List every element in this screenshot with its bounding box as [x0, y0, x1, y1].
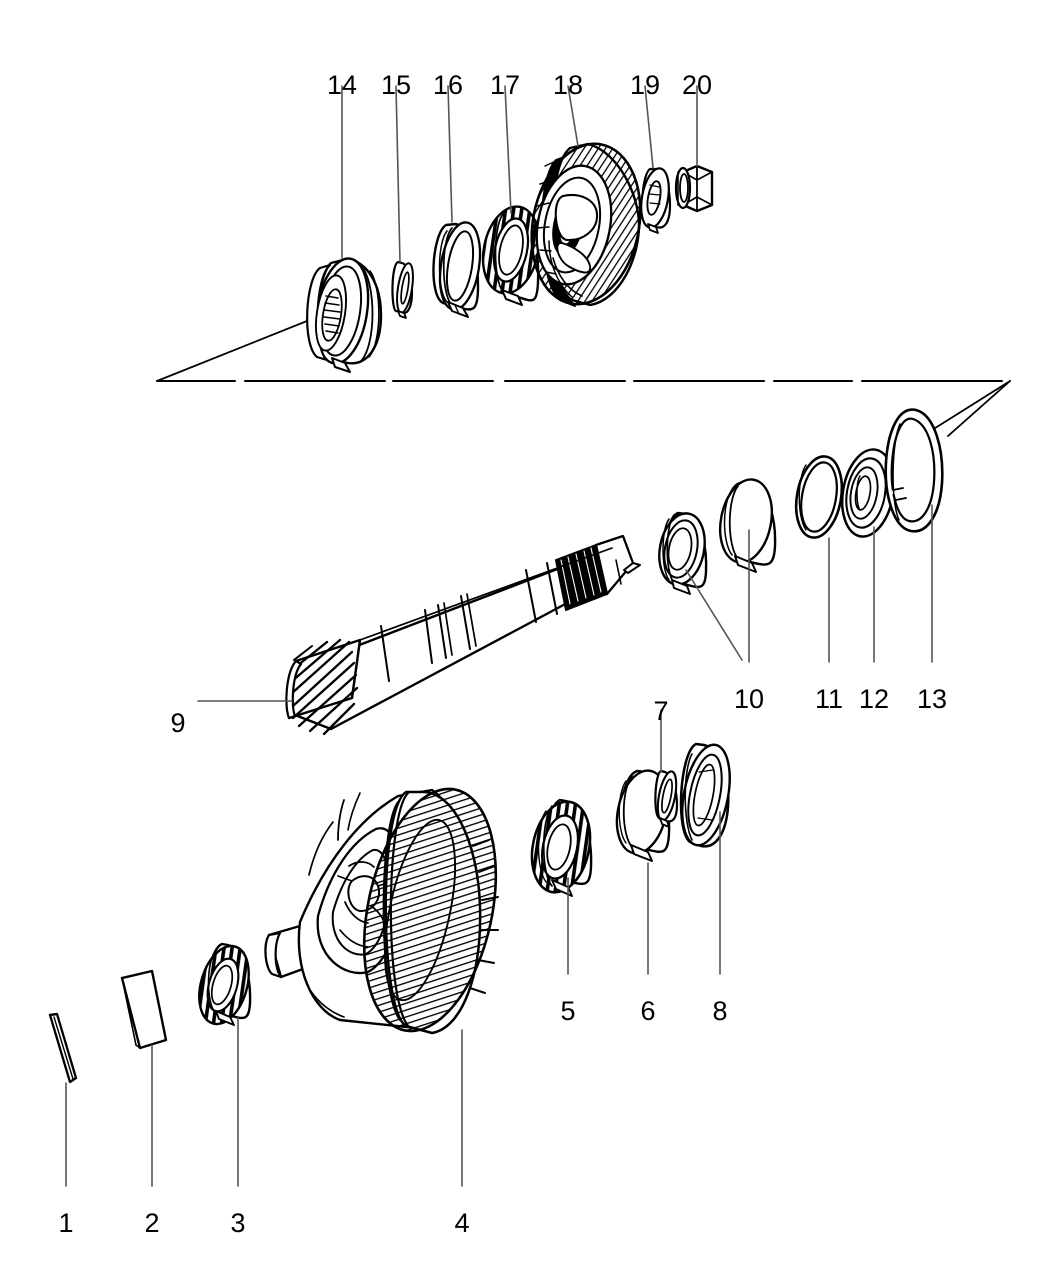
- part-12-spiral-wound-washer: [840, 448, 896, 538]
- leader-line-part-16: [447, 85, 453, 223]
- callout-number-13: 13: [916, 684, 948, 714]
- part-15-thin-washer: [391, 260, 414, 319]
- leader-line-part-15: [395, 85, 401, 263]
- part-1-roll-pin: [48, 1012, 78, 1084]
- callout-number-3: 3: [230, 1208, 246, 1238]
- part-10-bearing-cover: [718, 478, 777, 573]
- callout-number-16: 16: [432, 70, 464, 100]
- callout-number-8: 8: [712, 996, 728, 1026]
- leader-line-part-19: [644, 85, 654, 169]
- part-2-rectangular-shim: [120, 969, 168, 1050]
- callout-number-1: 1: [58, 1208, 74, 1238]
- callout-number-5: 5: [560, 996, 576, 1026]
- callout-number-20: 20: [681, 70, 713, 100]
- part-3-tapered-roller-bearing: [194, 940, 256, 1030]
- callout-number-10: 10: [733, 684, 765, 714]
- callout-number-9: 9: [170, 708, 186, 738]
- leader-part-10-diagonal: [685, 569, 743, 661]
- callout-number-4: 4: [454, 1208, 470, 1238]
- part-10-ball-bearing: [658, 511, 708, 595]
- part-4-differential-carrier: [264, 778, 512, 1042]
- callout-number-7: 7: [653, 696, 669, 726]
- callout-number-12: 12: [858, 684, 890, 714]
- callout-number-11: 11: [814, 684, 844, 714]
- part-16-bearing-race-cup: [432, 221, 482, 318]
- leader-line-part-18: [567, 85, 579, 147]
- callout-number-14: 14: [326, 70, 358, 100]
- callout-number-2: 2: [144, 1208, 160, 1238]
- part-5-tapered-roller-bearing: [526, 796, 598, 898]
- part-11-o-ring: [794, 455, 844, 539]
- callout-number-15: 15: [380, 70, 412, 100]
- callout-leader-lines: [65, 85, 933, 1187]
- part-7-thin-thrust-washer: [654, 769, 679, 828]
- part-13-snap-retaining-ring: [884, 408, 944, 533]
- part-9-output-pinion-shaft: [285, 534, 641, 736]
- part-8-oil-seal-ring: [679, 742, 731, 848]
- part-20-hex-nut: [674, 164, 714, 213]
- callout-number-18: 18: [552, 70, 584, 100]
- part-14-flanged-seal-bearing: [306, 257, 383, 373]
- callout-number-19: 19: [629, 70, 661, 100]
- part-19-flat-washer: [640, 167, 672, 234]
- callout-number-17: 17: [489, 70, 521, 100]
- assembly-axis-line: [156, 314, 1011, 448]
- callout-number-6: 6: [640, 996, 656, 1026]
- leader-line-part-17: [504, 85, 512, 214]
